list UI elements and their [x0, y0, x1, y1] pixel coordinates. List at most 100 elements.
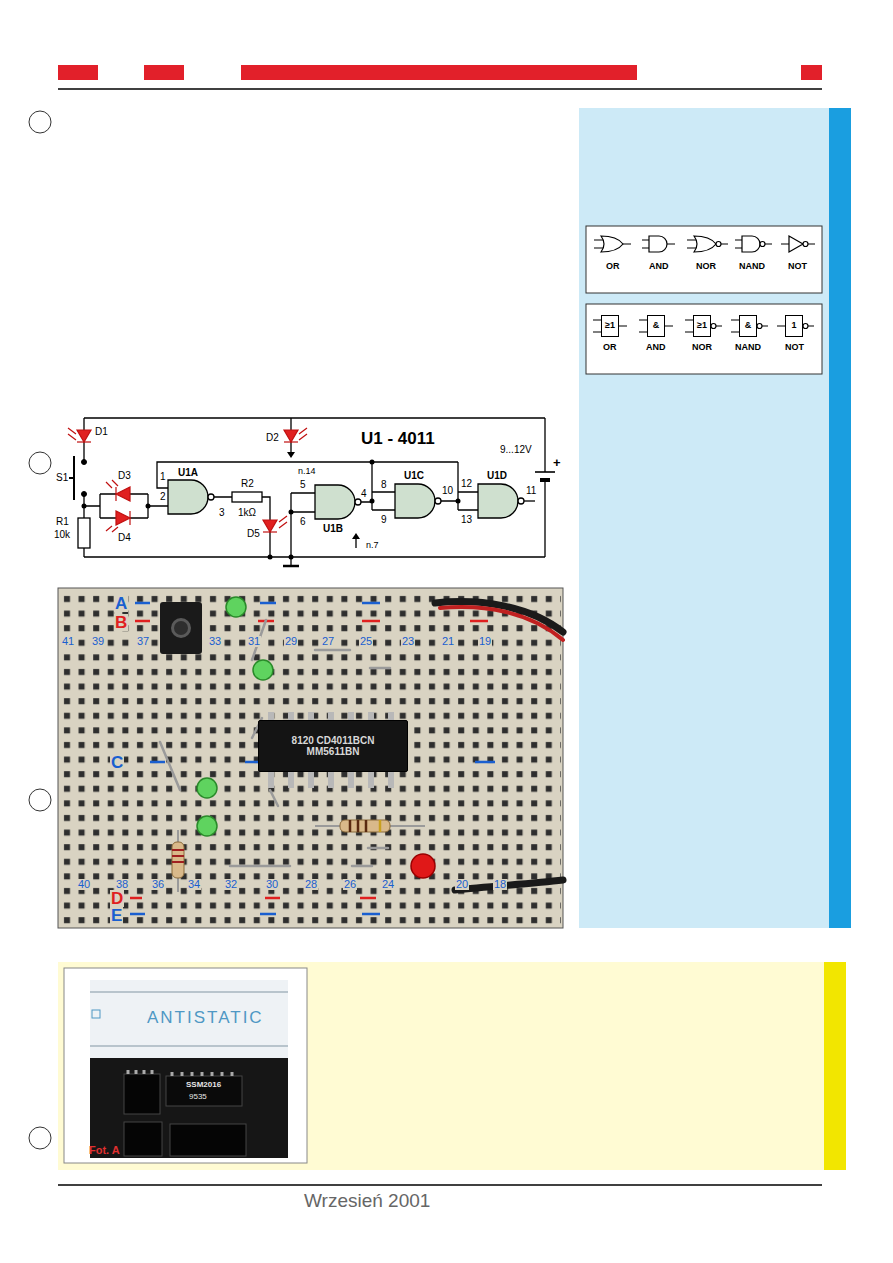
ic-pin	[328, 772, 334, 788]
side-panel	[829, 108, 851, 928]
column-number: 33	[208, 636, 222, 647]
header-bar	[144, 65, 184, 80]
push-button	[174, 621, 188, 635]
led-symbol	[106, 526, 118, 532]
ic-pin	[388, 772, 394, 788]
led-symbol	[263, 531, 277, 532]
column-number: 38	[115, 879, 129, 890]
gate-name: OR	[605, 262, 621, 271]
gate-pin-line	[757, 324, 762, 329]
column-number: 18	[493, 879, 507, 890]
chip-photo	[90, 980, 288, 1158]
gate-symbol	[649, 236, 667, 252]
gate-name: NOR	[691, 343, 713, 352]
column-number: 24	[381, 879, 395, 890]
ground-symbol	[283, 565, 299, 568]
ic-pin	[308, 712, 314, 720]
row-letter: C	[110, 754, 124, 771]
row-letter: B	[114, 614, 128, 631]
resistor-part	[172, 842, 184, 878]
jumper-wire	[230, 865, 290, 868]
column-number: 40	[77, 879, 91, 890]
gate-box: &	[647, 315, 665, 337]
column-number: 31	[247, 636, 261, 647]
battery-symbol	[535, 471, 555, 473]
pin-number: 3	[218, 508, 226, 518]
gate-symbol	[781, 243, 815, 244]
side-panel	[579, 108, 851, 928]
gate-pin-line	[711, 324, 716, 329]
led-symbol	[284, 430, 298, 442]
power-cable	[455, 880, 563, 890]
chip-photo	[124, 1074, 160, 1114]
jumper-wire	[368, 847, 388, 850]
chip-photo	[124, 1122, 162, 1156]
rail-stripe	[130, 897, 376, 900]
gate-box: ≥1	[601, 315, 619, 337]
header-bar	[58, 88, 822, 90]
ic-pin	[388, 712, 394, 720]
row-letter: D	[110, 890, 124, 907]
circuit-wire	[355, 538, 356, 548]
ic-pin	[288, 772, 294, 788]
gate-symbol	[760, 242, 765, 247]
led-symbol	[263, 520, 277, 532]
breadboard-photo	[58, 588, 563, 928]
circuit-wire	[214, 497, 270, 557]
pin-number: 4	[360, 489, 368, 499]
ic-chip: 8120 CD4011BCN MM5611BN	[258, 720, 408, 772]
junction-dot	[82, 504, 87, 509]
led-symbol	[115, 487, 116, 501]
ic-pin	[348, 772, 354, 788]
gate-symbol	[687, 240, 728, 248]
gate-box: &	[739, 315, 757, 337]
nand-gate	[518, 498, 524, 504]
gate-box: ≥1	[693, 315, 711, 337]
ic-pin	[308, 772, 314, 788]
part-name: D5	[246, 529, 261, 539]
led-symbol	[77, 430, 91, 442]
part-name: R2	[240, 479, 255, 489]
gate-name: AND	[648, 262, 670, 271]
gate-symbol-text: &	[653, 321, 660, 331]
gate-name: NOT	[784, 343, 805, 352]
led-symbol	[68, 428, 76, 440]
part-name: D2	[265, 433, 280, 443]
red-led	[411, 854, 435, 878]
nand-gate	[435, 498, 441, 504]
ic-pin	[288, 712, 294, 720]
resistor-part	[340, 820, 390, 832]
margin-circle	[29, 111, 51, 1149]
led-symbol	[116, 487, 130, 501]
column-number: 25	[359, 636, 373, 647]
led-symbol	[106, 480, 118, 488]
side-panel	[579, 108, 829, 928]
column-number: 20	[455, 879, 469, 890]
row-letter: A	[114, 595, 128, 612]
pin-arrow	[352, 533, 360, 539]
gate-symbol	[742, 236, 760, 252]
pin-arrow	[287, 452, 295, 458]
jumper-wire	[160, 742, 180, 790]
ic-pin	[328, 712, 334, 720]
junction-dot	[268, 555, 273, 560]
gate-name: OR	[602, 343, 618, 352]
push-button	[160, 602, 202, 654]
column-number: 32	[224, 879, 238, 890]
gate-name: NAND	[734, 343, 762, 352]
margin-circle	[29, 452, 51, 474]
gate-name: U1D	[486, 471, 508, 481]
switch-symbol	[82, 460, 87, 465]
pin-note: n.14	[297, 467, 317, 476]
part-name: D3	[117, 471, 132, 481]
column-number: 34	[187, 879, 201, 890]
resistor-part	[379, 820, 382, 832]
circuit-wire	[524, 500, 535, 501]
header-bar	[58, 65, 822, 89]
nand-gate	[315, 485, 355, 519]
switch-symbol	[82, 492, 87, 497]
push-button	[160, 602, 202, 654]
photo-caption: Fot. A	[88, 1145, 121, 1156]
